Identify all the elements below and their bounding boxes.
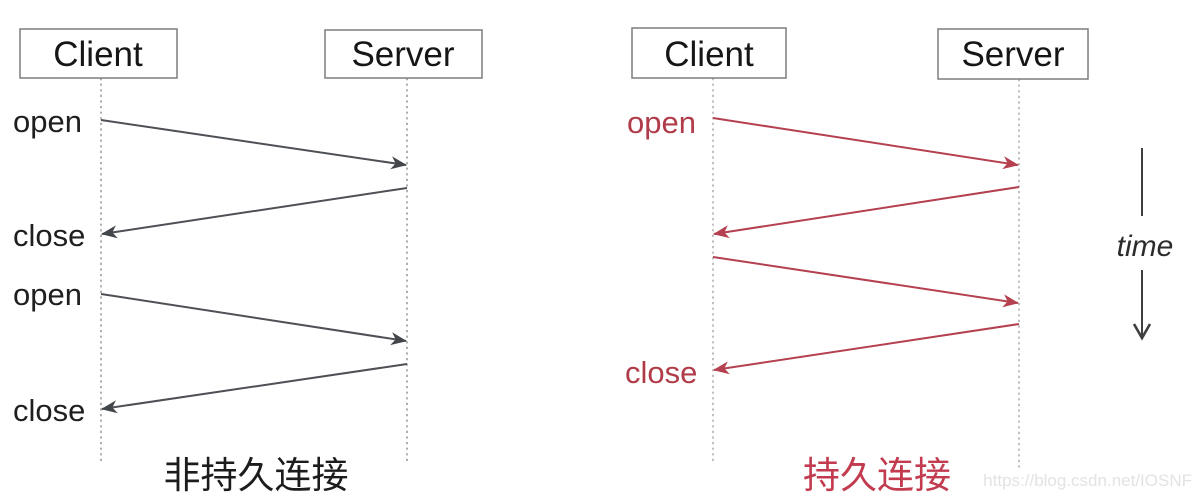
right-close-label: close: [625, 355, 697, 390]
left-request-arrow-2: [100, 293, 407, 346]
watermark-text: https://blog.csdn.net/IOSNF: [983, 471, 1192, 490]
left-open2-label: open: [13, 277, 82, 312]
right-request-arrow-1: [712, 117, 1019, 170]
left-response-arrow-2: [101, 363, 408, 414]
left-request-arrow-1: [100, 119, 407, 170]
right-caption: 持久连接: [803, 455, 951, 496]
left-client-box: [19, 28, 178, 79]
left-client-label: Client: [53, 35, 143, 74]
time-axis-label: time: [1117, 230, 1174, 263]
right-server-box: [937, 28, 1089, 80]
left-server-label: Server: [351, 35, 454, 74]
right-open-label: open: [627, 105, 696, 140]
left-response-arrow-1: [101, 187, 408, 239]
right-server-label: Server: [961, 35, 1064, 74]
right-client-label: Client: [664, 35, 754, 74]
time-axis: time: [1117, 148, 1174, 341]
right-request-arrow-2: [712, 256, 1019, 308]
persistent-diagram: Client Server open close 持久连接: [625, 27, 1089, 496]
left-close1-label: close: [13, 218, 85, 253]
non-persistent-diagram: Client Server open close open close 非持久连…: [13, 28, 483, 496]
left-open1-label: open: [13, 104, 82, 139]
right-response-arrow-1: [713, 186, 1020, 239]
right-response-arrow-2: [713, 323, 1020, 375]
left-close2-label: close: [13, 393, 85, 428]
left-server-box: [324, 29, 483, 79]
left-caption: 非持久连接: [164, 455, 349, 496]
right-client-box: [631, 27, 787, 79]
